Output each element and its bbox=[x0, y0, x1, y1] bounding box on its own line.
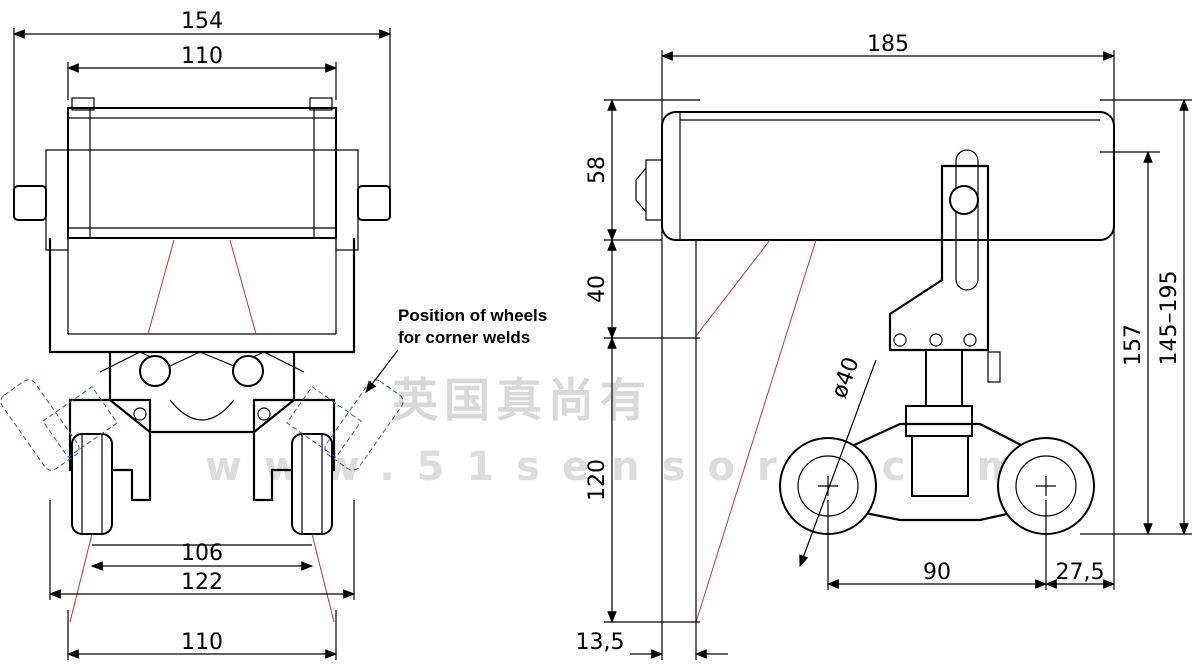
watermark-cn: 英国真尚有 bbox=[392, 373, 652, 427]
dim-27-5: 27,5 bbox=[1056, 560, 1105, 585]
dim-diameter-40: ø40 bbox=[827, 354, 865, 402]
dim-13-5: 13,5 bbox=[576, 630, 625, 655]
dim-106: 106 bbox=[181, 541, 223, 566]
dim-185: 185 bbox=[867, 32, 909, 57]
dim-40: 40 bbox=[585, 275, 610, 303]
dim-110-bottom: 110 bbox=[181, 630, 223, 655]
front-view: 154 110 bbox=[0, 9, 404, 660]
dim-154: 154 bbox=[181, 9, 223, 34]
wheel-position-note: Position of wheels for corner welds bbox=[365, 306, 547, 393]
dim-145-195: 145–195 bbox=[1157, 271, 1182, 366]
corner-weld-wheel-outlines bbox=[0, 379, 404, 471]
dim-58: 58 bbox=[585, 156, 610, 184]
dim-157: 157 bbox=[1121, 324, 1146, 366]
note-line-1: Position of wheels bbox=[398, 306, 547, 325]
dim-110-top: 110 bbox=[181, 44, 223, 69]
note-line-2: for corner welds bbox=[398, 328, 530, 347]
side-view: 185 58 40 120 bbox=[576, 32, 1192, 660]
dim-90: 90 bbox=[923, 560, 951, 585]
dim-120: 120 bbox=[585, 459, 610, 501]
dim-122: 122 bbox=[181, 570, 223, 595]
